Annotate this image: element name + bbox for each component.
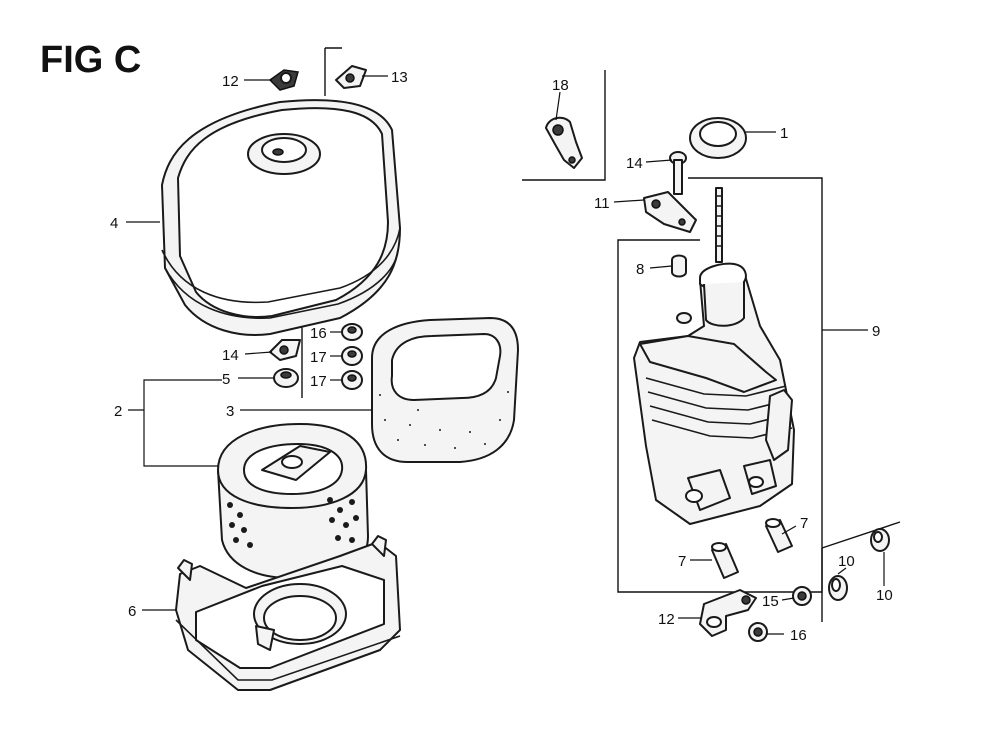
group-frames: [301, 47, 901, 622]
callout-7-left: 7: [678, 553, 686, 570]
collar-8: [671, 254, 687, 278]
callout-1: 1: [780, 125, 788, 142]
wing-bolt-11: [268, 69, 299, 91]
callout-14-lower: 16: [790, 627, 807, 644]
callout-17-upper: 11: [594, 195, 610, 212]
foam-texture: [379, 391, 509, 449]
callout-8: 8: [636, 261, 644, 278]
foam-element: [371, 317, 519, 463]
nut-14-upper: [792, 586, 812, 606]
seal-ring-1: [689, 117, 747, 159]
clip-12: [269, 339, 301, 361]
paper-element: [217, 423, 369, 579]
air-cleaner-base: [175, 535, 401, 691]
air-cleaner-cover: [161, 99, 401, 336]
frame-part-18: [522, 70, 606, 181]
callout-10-right: 10: [876, 587, 893, 604]
paper-element-perforations: [227, 497, 359, 548]
callout-15: 16: [310, 325, 327, 342]
tube-7-right: [765, 518, 793, 553]
nut-14-lower: [748, 622, 768, 642]
nut-16-lower: [341, 370, 363, 390]
nut-16-upper: [341, 346, 363, 366]
callout-5: 5: [222, 371, 230, 388]
callout-12: 14: [222, 347, 239, 364]
callout-16-lower: 17: [310, 373, 327, 390]
clip-12-top: [335, 65, 367, 89]
callout-16-upper: 17: [310, 349, 327, 366]
figure-title: FIG C: [40, 39, 141, 81]
callout-11: 12: [222, 73, 239, 90]
callout-3: 3: [226, 403, 234, 420]
callout-14-upper: 15: [762, 593, 779, 610]
cap-10-right: [870, 528, 890, 552]
callout-9: 9: [872, 323, 880, 340]
leader-lines: [126, 75, 885, 635]
bolt-13: [669, 151, 687, 195]
frame-part-9: [617, 177, 823, 593]
callout-17-lower: 12: [658, 611, 675, 628]
callout-labels: 12 13 4 14 5 16 17 17 2 3 6 18 1 14 11 8…: [110, 69, 893, 644]
callout-10-left: 10: [838, 553, 855, 570]
bracket-17-lower: [699, 589, 757, 637]
callout-2: 2: [114, 403, 122, 420]
nut-15: [341, 323, 363, 341]
callout-12-top: 13: [391, 69, 408, 86]
callout-7-right: 7: [800, 515, 808, 532]
callout-13: 14: [626, 155, 643, 172]
cap-10-left: [828, 575, 848, 601]
grommet-5: [273, 368, 299, 388]
callout-18: 18: [552, 77, 569, 94]
air-cleaner-case-9: [633, 187, 795, 525]
clamp-18: [545, 116, 583, 169]
tube-7-left: [711, 542, 739, 579]
callout-4: 4: [110, 215, 118, 232]
bracket-17-upper: [643, 191, 697, 233]
callout-6: 6: [128, 603, 136, 620]
